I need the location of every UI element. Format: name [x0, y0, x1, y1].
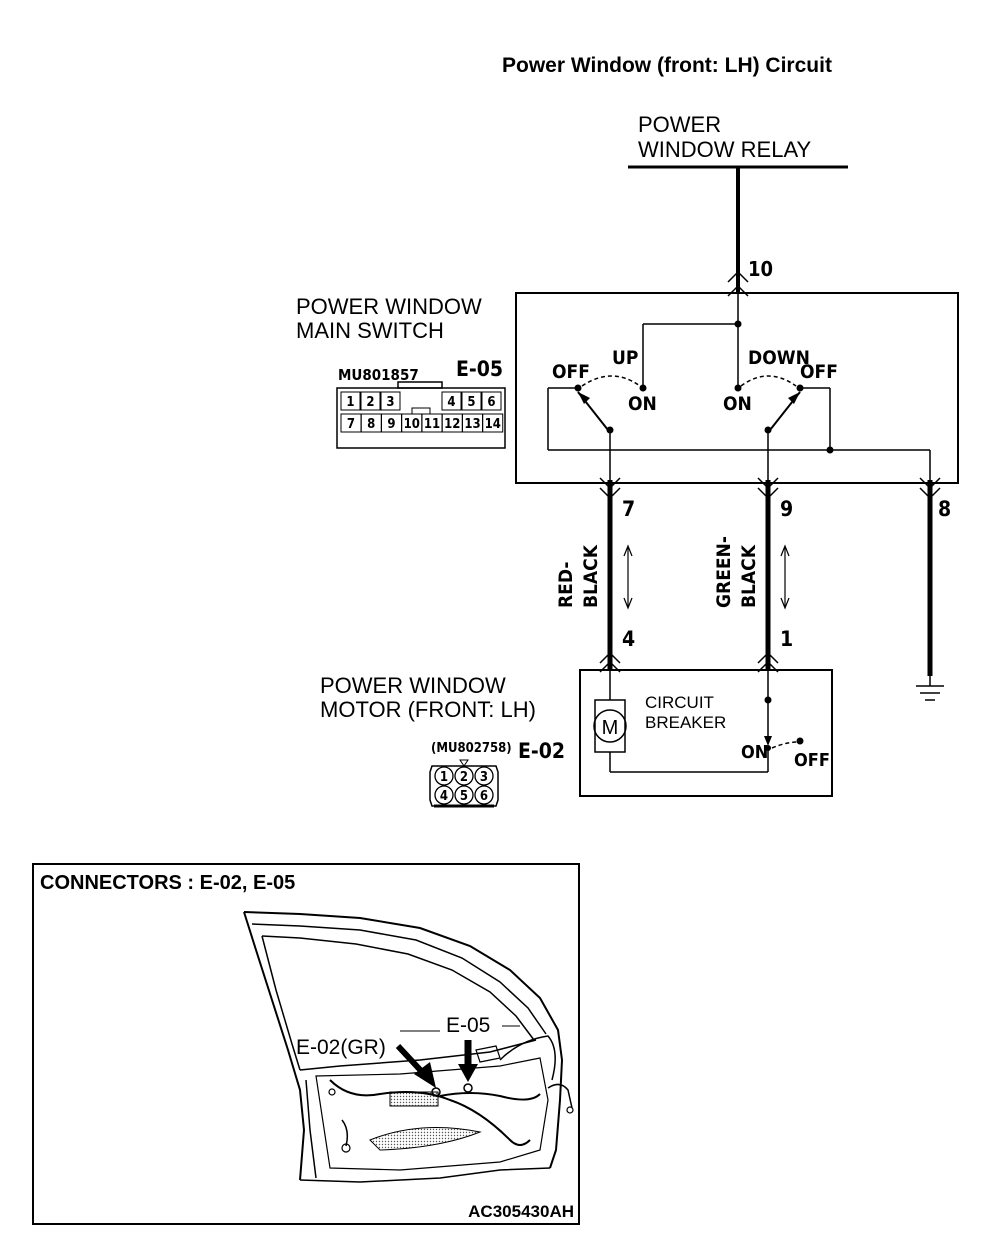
- relay-label-line1: POWER: [638, 112, 721, 137]
- main-switch: POWER WINDOW MAIN SWITCH UP DOWN: [296, 292, 959, 484]
- wire-left-color-line1: RED-: [555, 562, 577, 609]
- connector-pin: [481, 391, 502, 411]
- connector-e05-id: E-05: [456, 357, 503, 381]
- connectors-panel: CONNECTORS : E-02, E-05 AC305430AH: [32, 863, 580, 1225]
- connector-pin: [474, 766, 494, 786]
- breaker-label-line2: BREAKER: [645, 713, 726, 732]
- wire-right-color-line2: BLACK: [738, 544, 760, 608]
- connector-pin-label: 7: [347, 417, 355, 432]
- pin-label-10: 10: [748, 257, 773, 281]
- connector-e02-part: (MU802758): [431, 741, 512, 756]
- connector-pin: [380, 391, 401, 411]
- connector-pin: [474, 785, 494, 805]
- down-off-label: OFF: [800, 361, 838, 383]
- figure-code: AC305430AH: [468, 1202, 574, 1221]
- up-off-label: OFF: [552, 361, 590, 383]
- connector-pin: [454, 766, 474, 786]
- connector-pin-label: 12: [444, 417, 460, 432]
- arrow-e02-icon: [395, 1043, 436, 1088]
- motor-label-line1: POWER WINDOW: [320, 673, 506, 698]
- motor-symbol: M: [602, 717, 619, 739]
- connector-pin-label: 5: [467, 395, 475, 410]
- connector-pin-label: 10: [404, 417, 420, 432]
- connector-e02-id: E-02: [518, 739, 565, 763]
- ground-icon: [916, 676, 944, 701]
- motor-label-line2: MOTOR (FRONT: LH): [320, 697, 536, 722]
- callout-e02: E-02(GR): [296, 1036, 386, 1059]
- connector-pin-label: 8: [367, 417, 375, 432]
- relay-label-line2: WINDOW RELAY: [638, 137, 811, 162]
- connector-pin-label: 2: [460, 770, 468, 785]
- power-window-motor: POWER WINDOW MOTOR (FRONT: LH) M CIRCUIT…: [320, 669, 833, 797]
- down-on-label: ON: [723, 393, 752, 415]
- connector-pin-label: 3: [480, 770, 488, 785]
- connector-pin-label: 6: [480, 789, 488, 804]
- down-contact-on: [734, 384, 742, 392]
- connector-pin-label: 6: [487, 395, 495, 410]
- connector-pin-label: 4: [447, 395, 455, 410]
- power-window-relay: POWER WINDOW RELAY: [628, 112, 848, 169]
- door-illustration: [243, 911, 574, 1183]
- connector-pin-label: 3: [386, 395, 394, 410]
- connector-pin-label: 9: [387, 417, 395, 432]
- connector-pin: [441, 391, 462, 411]
- bidirectional-arrow-icon: [780, 544, 790, 610]
- connector-arrow-10: [727, 270, 749, 283]
- connector-pin-label: 1: [346, 395, 354, 410]
- connector-pin: [360, 391, 381, 411]
- callout-e05: E-05: [446, 1014, 490, 1037]
- connector-pin-label: 11: [424, 417, 440, 432]
- connector-pin: [340, 391, 361, 411]
- pin-label-4: 4: [622, 627, 635, 651]
- arrow-e05-icon: [458, 1040, 478, 1082]
- connector-pin: [482, 413, 504, 433]
- breaker-label-line1: CIRCUIT: [645, 693, 714, 712]
- pin-label-8: 8: [938, 497, 951, 521]
- breaker-on-label: ON: [741, 742, 768, 763]
- diagram-title: Power Window (front: LH) Circuit: [502, 54, 832, 77]
- connector-pin: [434, 766, 454, 786]
- connector-pin-label: 14: [485, 417, 501, 432]
- motor-icon: [593, 709, 627, 743]
- connector-pin: [461, 391, 482, 411]
- connector-pin-label: 5: [460, 789, 468, 804]
- bidirectional-arrow-icon: [623, 544, 633, 610]
- connectors-heading: CONNECTORS : E-02, E-05: [40, 872, 295, 894]
- pin-label-1: 1: [780, 627, 793, 651]
- connector-pin-label: 2: [366, 395, 374, 410]
- breaker-off-label: OFF: [794, 750, 830, 771]
- connector-pin-label: 4: [440, 789, 448, 804]
- main-switch-label-line2: MAIN SWITCH: [296, 318, 444, 343]
- wire-right-color-line1: GREEN-: [713, 536, 735, 608]
- connector-pin: [434, 785, 454, 805]
- connector-pin-label: 13: [464, 417, 480, 432]
- wire-left-color-line2: BLACK: [580, 544, 602, 608]
- up-contact-on: [639, 384, 647, 392]
- pin-label-7: 7: [622, 497, 635, 521]
- up-on-label: ON: [628, 393, 657, 415]
- connector-pin-label: 1: [440, 770, 448, 785]
- connector-e05-part: MU801857: [338, 366, 419, 384]
- main-switch-label-line1: POWER WINDOW: [296, 294, 482, 319]
- up-label: UP: [612, 347, 638, 369]
- pin-label-9: 9: [780, 497, 793, 521]
- down-label: DOWN: [748, 347, 810, 369]
- connector-pin: [454, 785, 474, 805]
